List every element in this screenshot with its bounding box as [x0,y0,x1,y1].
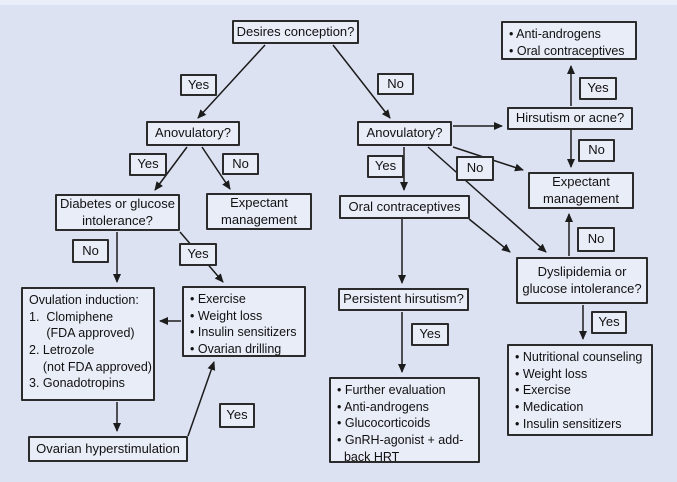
node-persistent-hirsutism: Persistent hirsutism? [338,288,469,311]
arrow-anovl-no-expectant [201,146,231,190]
node-oral-contraceptives: Oral contraceptives [339,195,470,219]
node-lifestyle-options: • Exercise • Weight loss • Insulin sensi… [182,286,306,357]
arrow-oral-dyslipidemia [468,218,511,253]
node-anovulatory-left: Anovulatory? [146,121,240,146]
label-anovr-no: No [456,156,494,181]
page-edge-strip [0,0,677,5]
arrow-desires-yes [197,44,266,119]
node-expectant-management-right: Expectant management [528,172,634,209]
label-hirsutism-no: No [578,139,615,162]
node-anovulatory-right: Anovulatory? [357,121,452,146]
label-hirsutism-yes: Yes [579,77,617,100]
node-anti-androgens-oc: • Anti-androgens • Oral contraceptives [501,21,637,60]
label-anovl-no: No [222,153,259,175]
arrow-hyperstim-yes-lifestyle [187,361,216,437]
node-diabetes-glucose: Diabetes or glucose intolerance? [55,194,180,231]
node-hirsutism-or-acne: Hirsutism or acne? [507,107,633,130]
arrow-desires-no [332,44,391,119]
node-further-evaluation: • Further evaluation • Anti-androgens • … [329,377,480,464]
label-anovl-yes: Yes [129,153,167,176]
node-ovarian-hyperstimulation: Ovarian hyperstimulation [28,436,188,462]
label-diabetes-yes: Yes [179,243,217,266]
arrow-anovr-dyslipidemia [427,146,547,253]
label-desires-yes: Yes [180,74,217,96]
label-persistent-yes: Yes [411,323,449,346]
label-desires-no: No [377,73,414,95]
label-dyslipidemia-no: No [577,227,615,252]
node-desires-conception: Desires conception? [232,20,359,44]
node-nutritional-plan: • Nutritional counseling • Weight loss •… [507,344,653,436]
node-expectant-management-left: Expectant management [206,193,312,230]
arrow-anovl-yes-diabetes [154,146,188,191]
label-hyperstim-yes: Yes [219,403,255,428]
label-diabetes-no: No [72,239,109,263]
node-ovulation-induction: Ovulation induction: 1. Clomiphene (FDA … [21,287,155,401]
label-dyslipidemia-yes: Yes [591,311,627,334]
label-anovr-yes: Yes [367,155,404,178]
node-dyslipidemia-glucose: Dyslipidemia or glucose intolerance? [516,257,648,304]
